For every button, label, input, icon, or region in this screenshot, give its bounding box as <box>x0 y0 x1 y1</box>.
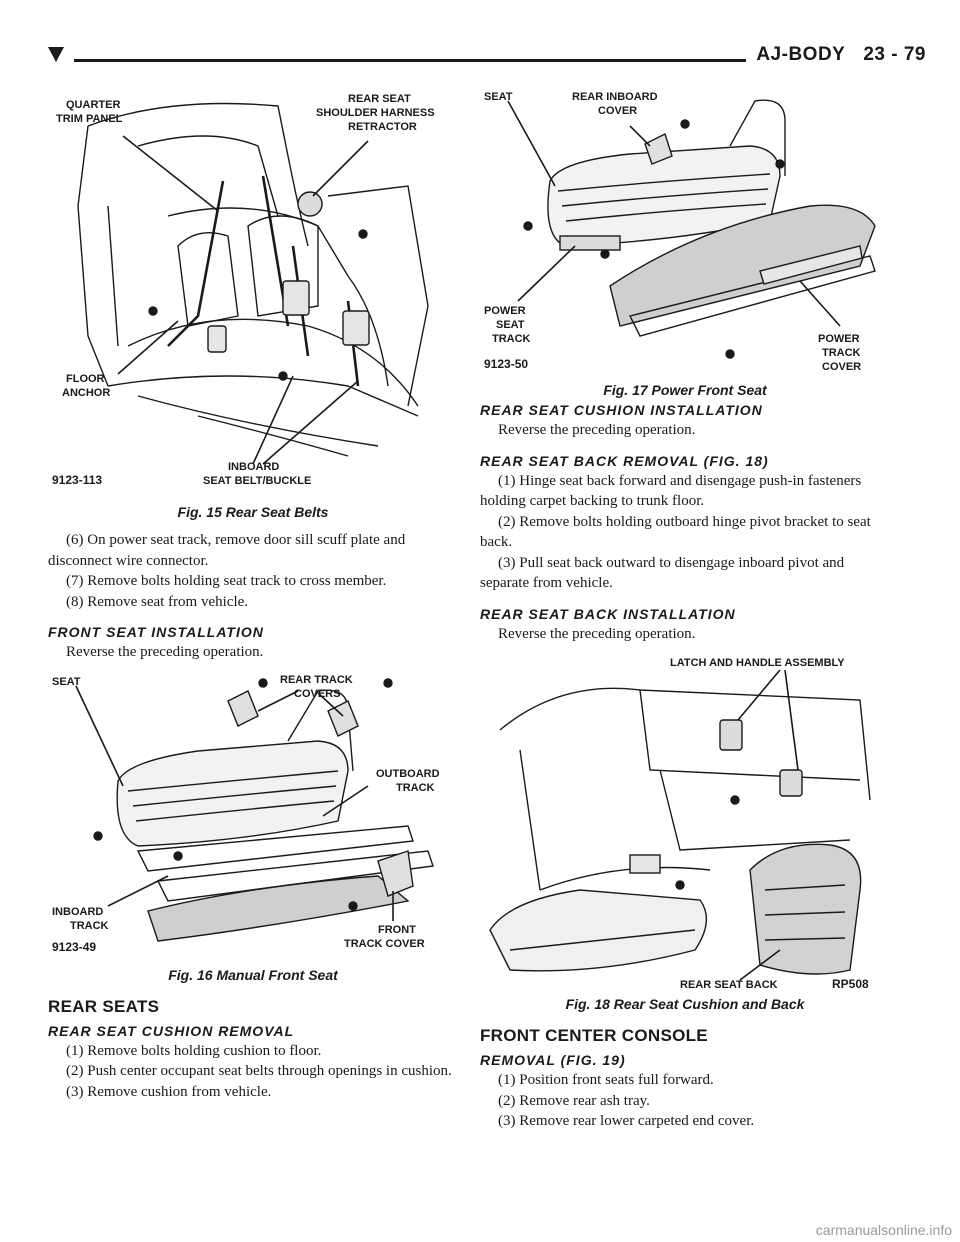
figure-power-front-seat: SEAT REAR INBOARD COVER POWER SEAT TRACK… <box>480 86 890 398</box>
heading-rear-seat-cushion-installation: REAR SEAT CUSHION INSTALLATION <box>480 402 763 418</box>
label-power-track-cover-line2: TRACK <box>822 347 861 359</box>
label-retractor-line2: SHOULDER HARNESS <box>316 107 435 119</box>
step-6: (6) On power seat track, remove door sil… <box>48 532 406 569</box>
label-rear-inboard-cover-line1: REAR INBOARD <box>572 91 658 103</box>
label-seat: SEAT <box>52 676 81 688</box>
figure-rear-seat-belts: QUARTER TRIM PANEL REAR SEAT SHOULDER HA… <box>48 86 458 520</box>
label-power-seat-track-line2: SEAT <box>496 319 525 331</box>
label-power-track-cover-line1: POWER <box>818 333 860 345</box>
figure-code: 9123-50 <box>484 357 528 371</box>
figure-manual-front-seat: SEAT REAR TRACK COVERS OUTBOARD TRACK IN… <box>48 671 458 983</box>
label-outboard-track-line1: OUTBOARD <box>376 768 440 780</box>
rear-seat-belts-illustration: QUARTER TRIM PANEL REAR SEAT SHOULDER HA… <box>52 93 435 487</box>
figure-caption: Fig. 16 Manual Front Seat <box>168 966 338 983</box>
label-rear-seat-back: REAR SEAT BACK <box>680 979 778 990</box>
label-quarter-trim-line1: QUARTER <box>66 99 120 111</box>
heading-console-removal: REMOVAL (FIG. 19) <box>480 1052 626 1068</box>
cushion-installation-text: Reverse the preceding operation. <box>498 422 696 438</box>
label-seat: SEAT <box>484 91 513 103</box>
label-inboard-track-line2: TRACK <box>70 920 109 932</box>
label-front-track-cover-line2: TRACK COVER <box>344 938 425 950</box>
figure-rear-seat-cushion-and-back: LATCH AND HANDLE ASSEMBLY REAR SEAT BACK… <box>480 650 890 1012</box>
header-page-number: 23 - 79 <box>863 44 926 65</box>
heading-rear-seat-back-installation: REAR SEAT BACK INSTALLATION <box>480 605 736 622</box>
triangle-marker-icon <box>48 47 64 62</box>
label-inboard-belt-line2: SEAT BELT/BUCKLE <box>203 475 311 487</box>
figure-caption: Fig. 15 Rear Seat Belts <box>177 504 329 520</box>
header-title: AJ-BODY 23 - 79 <box>756 44 926 66</box>
manual-front-seat-illustration: SEAT REAR TRACK COVERS OUTBOARD TRACK IN… <box>52 674 440 954</box>
figure-code: RP508 <box>832 977 869 990</box>
step-8: (8) Remove seat from vehicle. <box>66 593 249 610</box>
label-quarter-trim-line2: TRIM PANEL <box>56 113 123 125</box>
console-step-1: (1) Position front seats full forward. <box>498 1072 714 1088</box>
heading-rear-seat-cushion-removal: REAR SEAT CUSHION REMOVAL <box>48 1022 295 1039</box>
right-column: SEAT REAR INBOARD COVER POWER SEAT TRACK… <box>480 86 890 1132</box>
label-inboard-belt-line1: INBOARD <box>228 461 279 473</box>
label-rear-track-covers-line1: REAR TRACK <box>280 674 353 686</box>
figure-caption: Fig. 17 Power Front Seat <box>603 382 767 398</box>
figure-caption: Fig. 18 Rear Seat Cushion and Back <box>565 996 805 1012</box>
back-step-1: (1) Hinge seat back forward and disengag… <box>480 472 862 510</box>
power-front-seat-illustration: SEAT REAR INBOARD COVER POWER SEAT TRACK… <box>484 91 876 373</box>
label-floor-anchor-line1: FLOOR <box>66 373 105 385</box>
label-front-track-cover-line1: FRONT <box>378 924 416 936</box>
cushion-step-2: (2) Push center occupant seat belts thro… <box>66 1063 452 1079</box>
back-step-3: (3) Pull seat back outward to disengage … <box>480 554 845 592</box>
figure-code: 9123-49 <box>52 940 96 954</box>
header-rule <box>74 59 746 62</box>
label-floor-anchor-line2: ANCHOR <box>62 387 110 399</box>
label-power-seat-track-line3: TRACK <box>492 333 531 345</box>
console-step-2: (2) Remove rear ash tray. <box>498 1092 650 1109</box>
heading-rear-seats: REAR SEATS <box>48 996 160 1016</box>
left-column: QUARTER TRIM PANEL REAR SEAT SHOULDER HA… <box>48 86 458 1102</box>
back-installation-text: Reverse the preceding operation. <box>498 625 696 642</box>
label-retractor-line3: RETRACTOR <box>348 121 417 133</box>
label-power-track-cover-line3: COVER <box>822 361 861 373</box>
watermark: carmanualsonline.info <box>815 1222 952 1238</box>
label-rear-track-covers-line2: COVERS <box>294 688 340 700</box>
step-7: (7) Remove bolts holding seat track to c… <box>66 573 387 589</box>
label-latch-handle-assembly: LATCH AND HANDLE ASSEMBLY <box>670 657 845 669</box>
cushion-step-1: (1) Remove bolts holding cushion to floo… <box>66 1042 322 1059</box>
page-header: AJ-BODY 23 - 79 <box>48 44 926 70</box>
header-section: AJ-BODY <box>756 44 846 65</box>
label-power-seat-track-line1: POWER <box>484 305 526 317</box>
heading-front-seat-installation: FRONT SEAT INSTALLATION <box>48 624 264 640</box>
console-step-3: (3) Remove rear lower carpeted end cover… <box>498 1113 755 1129</box>
front-seat-installation-text: Reverse the preceding operation. <box>66 644 264 660</box>
heading-rear-seat-back-removal: REAR SEAT BACK REMOVAL (FIG. 18) <box>480 452 769 469</box>
heading-front-center-console: FRONT CENTER CONSOLE <box>480 1026 708 1045</box>
cushion-step-3: (3) Remove cushion from vehicle. <box>66 1083 272 1100</box>
label-retractor-line1: REAR SEAT <box>348 93 411 105</box>
rear-seat-cushion-back-illustration: LATCH AND HANDLE ASSEMBLY REAR SEAT BACK… <box>489 657 871 990</box>
label-inboard-track-line1: INBOARD <box>52 906 103 918</box>
label-outboard-track-line2: TRACK <box>396 782 435 794</box>
back-step-2: (2) Remove bolts holding outboard hinge … <box>480 513 871 551</box>
label-rear-inboard-cover-line2: COVER <box>598 105 637 117</box>
figure-code: 9123-113 <box>52 473 102 487</box>
